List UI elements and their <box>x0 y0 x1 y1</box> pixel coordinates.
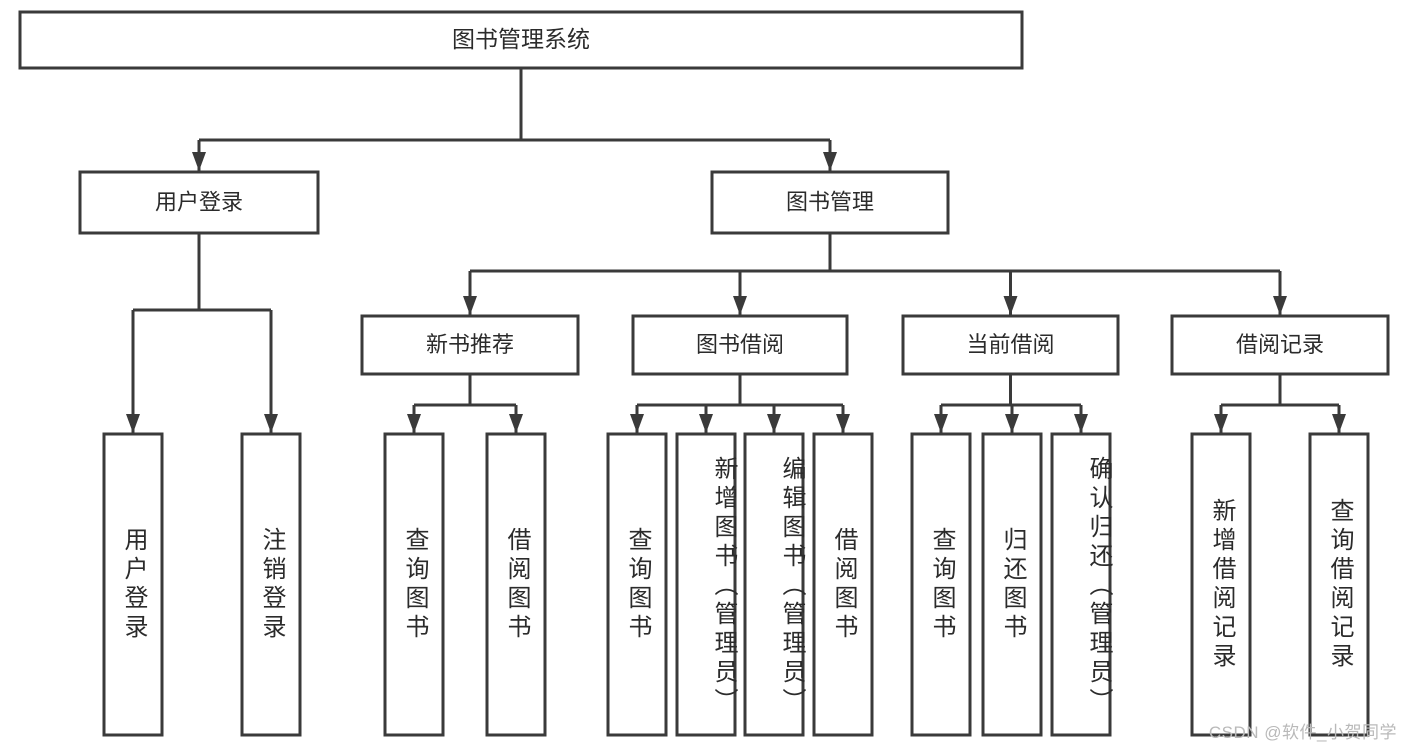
borrow-record-arrow-leaf-add-borrow-record <box>1214 414 1228 433</box>
node-leaf-add-book-rect[interactable] <box>675 432 737 737</box>
current-borrow-arrow-leaf-confirm-return <box>1074 414 1088 433</box>
book-manage-arrow-book-borrow <box>733 296 747 315</box>
node-root[interactable]: 图书管理系统 <box>18 10 1024 70</box>
user-login-arrow-leaf-logout-login <box>264 414 278 433</box>
node-leaf-return-book[interactable] <box>981 432 1043 737</box>
node-new-book-recommend-label: 新书推荐 <box>426 332 514 357</box>
node-leaf-query-book-1-rect[interactable] <box>383 432 445 737</box>
node-leaf-borrow-book-1-rect[interactable] <box>485 432 547 737</box>
watermark: CSDN @软件_小贺同学 <box>1208 723 1397 742</box>
node-leaf-query-borrow-record[interactable] <box>1308 432 1370 737</box>
node-leaf-add-borrow-record-rect[interactable] <box>1190 432 1252 737</box>
book-manage-arrow-borrow-record <box>1273 296 1287 315</box>
node-borrow-record[interactable]: 借阅记录 <box>1170 314 1390 376</box>
node-leaf-logout-login-rect[interactable] <box>240 432 302 737</box>
node-book-borrow-label: 图书借阅 <box>696 332 784 357</box>
node-book-borrow-rect[interactable] <box>631 314 849 376</box>
book-manage-arrow-new-book-recommend <box>463 296 477 315</box>
node-leaf-user-login-rect[interactable] <box>102 432 164 737</box>
node-leaf-edit-book[interactable] <box>743 432 805 737</box>
node-leaf-borrow-book-1[interactable] <box>485 432 547 737</box>
node-leaf-add-borrow-record[interactable] <box>1190 432 1252 737</box>
node-borrow-record-rect[interactable] <box>1170 314 1390 376</box>
book-borrow-arrow-leaf-query-book-2 <box>630 414 644 433</box>
current-borrow-arrow-leaf-query-book-3 <box>934 414 948 433</box>
root-arrow-user-login <box>192 152 206 171</box>
node-leaf-query-book-1[interactable] <box>383 432 445 737</box>
node-current-borrow[interactable]: 当前借阅 <box>901 314 1120 376</box>
connectors-layer <box>126 68 1346 433</box>
book-borrow-arrow-leaf-add-book <box>699 414 713 433</box>
book-borrow-arrow-leaf-edit-book <box>767 414 781 433</box>
node-root-label: 图书管理系统 <box>452 26 590 52</box>
node-leaf-edit-book-rect[interactable] <box>743 432 805 737</box>
new-book-recommend-arrow-leaf-borrow-book-1 <box>509 414 523 433</box>
book-manage-arrow-current-borrow <box>1003 296 1018 315</box>
node-new-book-recommend-rect[interactable] <box>360 314 580 376</box>
node-borrow-record-label: 借阅记录 <box>1236 332 1324 357</box>
node-book-manage[interactable]: 图书管理 <box>710 170 950 235</box>
node-leaf-logout-login[interactable] <box>240 432 302 737</box>
node-leaf-query-borrow-record-rect[interactable] <box>1308 432 1370 737</box>
node-book-borrow[interactable]: 图书借阅 <box>631 314 849 376</box>
book-borrow-arrow-leaf-borrow-book-2 <box>836 414 850 433</box>
current-borrow-arrow-leaf-return-book <box>1005 414 1019 433</box>
node-root-rect[interactable] <box>18 10 1024 70</box>
node-leaf-query-book-3[interactable] <box>910 432 972 737</box>
node-leaf-add-book[interactable] <box>675 432 737 737</box>
node-leaf-borrow-book-2-rect[interactable] <box>812 432 874 737</box>
node-leaf-query-book-2[interactable] <box>606 432 668 737</box>
borrow-record-arrow-leaf-query-borrow-record <box>1332 414 1346 433</box>
node-leaf-borrow-book-2[interactable] <box>812 432 874 737</box>
node-user-login-rect[interactable] <box>78 170 320 235</box>
node-current-borrow-rect[interactable] <box>901 314 1120 376</box>
root-arrow-book-manage <box>823 152 837 171</box>
node-leaf-query-book-3-rect[interactable] <box>910 432 972 737</box>
node-leaf-confirm-return-rect[interactable] <box>1050 432 1112 737</box>
node-leaf-user-login[interactable] <box>102 432 164 737</box>
node-leaf-query-book-2-rect[interactable] <box>606 432 668 737</box>
node-book-manage-rect[interactable] <box>710 170 950 235</box>
user-login-arrow-leaf-user-login <box>126 414 140 433</box>
node-user-login[interactable]: 用户登录 <box>78 170 320 235</box>
node-leaf-confirm-return[interactable] <box>1050 432 1112 737</box>
node-book-manage-label: 图书管理 <box>786 189 874 214</box>
node-user-login-label: 用户登录 <box>155 189 243 214</box>
new-book-recommend-arrow-leaf-query-book-1 <box>407 414 421 433</box>
node-new-book-recommend[interactable]: 新书推荐 <box>360 314 580 376</box>
node-current-borrow-label: 当前借阅 <box>966 332 1054 357</box>
node-leaf-return-book-rect[interactable] <box>981 432 1043 737</box>
